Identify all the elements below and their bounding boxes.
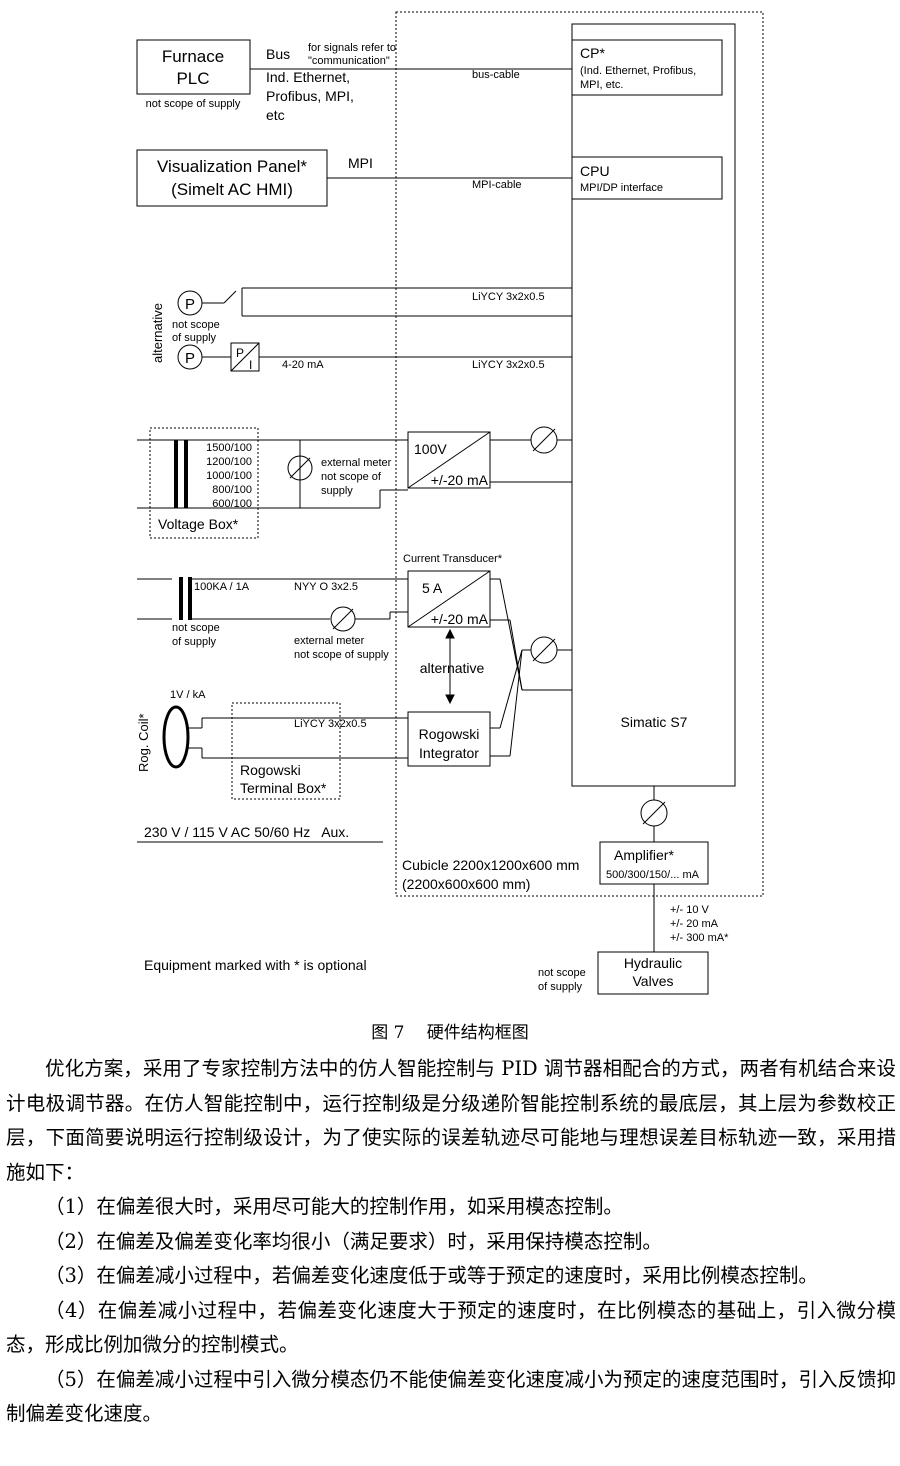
- pressure-symbol-2: P: [185, 350, 195, 367]
- output-3: +/- 300 mA*: [670, 932, 729, 944]
- visualization-line2: (Simelt AC HMI): [171, 180, 293, 199]
- hydraulic-note-2: of supply: [538, 981, 583, 993]
- figure-caption: 图 7 硬件结构框图: [371, 1023, 529, 1043]
- bus-signals-note-2: "communication": [308, 55, 390, 67]
- pi-converter-bottom: I: [249, 358, 252, 372]
- paragraph-measure-5: （5）在偏差减小过程中引入微分模态仍不能使偏差变化速度减小为预定的速度范围时，引…: [6, 1367, 896, 1426]
- voltage-transducer-box: [407, 431, 491, 489]
- hydraulic-line1: Hydraulic: [624, 955, 682, 971]
- current-transducer-bottom: +/-20 mA: [431, 611, 489, 627]
- voltage-box-outline: [149, 427, 259, 539]
- voltage-meter-note-3: supply: [321, 485, 353, 497]
- rogowski-terminal-box-outline: [231, 702, 341, 800]
- bus-cable-label: bus-cable: [472, 69, 520, 81]
- simatic-label: Simatic S7: [621, 714, 688, 730]
- hydraulic-note-1: not scope: [538, 967, 586, 979]
- furnace-plc-box: [136, 39, 251, 95]
- current-transducer-title: Current Transducer*: [403, 553, 503, 565]
- furnace-plc-line2: PLC: [176, 69, 209, 88]
- cubicle-label-1: Cubicle 2200x1200x600 mm: [402, 857, 579, 873]
- current-meter-note-2: not scope of supply: [294, 649, 389, 661]
- visualization-line1: Visualization Panel*: [157, 157, 307, 176]
- voltage-ratio-5: 600/100: [212, 498, 252, 510]
- paragraph-measure-4: （4）在偏差减小过程中，若偏差变化速度大于预定的速度时，在比例模态的基础上，引入…: [6, 1298, 896, 1357]
- current-cable: NYY O 3x2.5: [294, 581, 358, 593]
- optional-equipment-note: Equipment marked with * is optional: [144, 957, 367, 973]
- current-transducer-top: 5 A: [422, 580, 443, 596]
- current-not-scope-1: not scope: [172, 622, 220, 634]
- rogowski-terminal-2: Terminal Box*: [240, 780, 327, 796]
- alternative-vertical-label: alternative: [150, 303, 165, 363]
- bus-types-2: Profibus, MPI,: [266, 88, 354, 104]
- rogowski-integrator-2: Integrator: [419, 745, 479, 761]
- voltage-ratio-2: 1200/100: [206, 456, 252, 468]
- rogowski-terminal-1: Rogowski: [240, 762, 301, 778]
- hydraulic-line2: Valves: [633, 973, 674, 989]
- article-body: 优化方案，采用了专家控制方法中的仿人智能控制与 PID 调节器相配合的方式，两者…: [6, 1052, 896, 1432]
- cubicle-outline: [395, 11, 764, 897]
- cp-line2: MPI, etc.: [580, 79, 623, 91]
- paragraph-measure-2: （2）在偏差及偏差变化率均很小（满足要求）时，采用保持模态控制。: [45, 1229, 662, 1253]
- pi-converter-top: P: [236, 346, 244, 360]
- output-1: +/- 10 V: [670, 904, 709, 916]
- voltage-transducer-top: 100V: [414, 441, 447, 457]
- voltage-meter-note-1: external meter: [321, 457, 392, 469]
- mpi-label: MPI: [348, 155, 373, 171]
- pressure-signal-label: 4-20 mA: [282, 359, 324, 371]
- paragraph-intro: 优化方案，采用了专家控制方法中的仿人智能控制与 PID 调节器相配合的方式，两者…: [6, 1057, 896, 1184]
- cp-line1: (Ind. Ethernet, Profibus,: [580, 65, 696, 77]
- voltage-transducer-bottom: +/-20 mA: [431, 472, 489, 488]
- alternative-label: alternative: [420, 660, 485, 676]
- current-meter-note-1: external meter: [294, 635, 365, 647]
- external-meter-icon: [287, 455, 313, 481]
- current-transducer-box: [407, 570, 491, 628]
- pressure-not-scope-2: of supply: [172, 332, 217, 344]
- voltage-ratio-3: 1000/100: [206, 470, 252, 482]
- output-2: +/- 20 mA: [670, 918, 719, 930]
- rogowski-integrator-1: Rogowski: [419, 726, 480, 742]
- pressure-not-scope-1: not scope: [172, 319, 220, 331]
- pressure-cable-2: LiYCY 3x2x0.5: [472, 359, 545, 371]
- voltage-meter-note-2: not scope of: [321, 471, 382, 483]
- rogowski-coil-label: Rog. Coil*: [136, 713, 151, 772]
- mpi-cable-label: MPI-cable: [472, 179, 522, 191]
- simatic-s7-box: [571, 23, 736, 787]
- voltage-box-label: Voltage Box*: [158, 516, 239, 532]
- aux-supply-label: 230 V / 115 V AC 50/60 Hz Aux.: [144, 824, 349, 840]
- bus-types-1: Ind. Ethernet,: [266, 69, 350, 85]
- voltage-ratio-4: 800/100: [212, 484, 252, 496]
- pressure-symbol-1: P: [185, 296, 195, 313]
- voltage-ratio-1: 1500/100: [206, 442, 252, 454]
- pressure-cable-1: LiYCY 3x2x0.5: [472, 291, 545, 303]
- bus-types-3: etc: [266, 107, 285, 123]
- cubicle-label-2: (2200x600x600 mm): [402, 876, 530, 892]
- amplifier-title: Amplifier*: [614, 847, 674, 863]
- rogowski-cable: LiYCY 3x2x0.5: [294, 718, 367, 730]
- current-not-scope-2: of supply: [172, 636, 217, 648]
- amplifier-subtitle: 500/300/150/... mA: [606, 869, 700, 881]
- hardware-structure-diagram: Furnace PLC not scope of supply Bus for …: [136, 11, 764, 995]
- rogowski-coil-ratio: 1V / kA: [170, 689, 206, 701]
- furnace-plc-note: not scope of supply: [146, 98, 241, 110]
- cp-box: [571, 39, 723, 96]
- rogowski-integrator-box: [407, 711, 491, 767]
- current-ratio: 100KA / 1A: [194, 581, 250, 593]
- cp-title: CP*: [580, 45, 605, 61]
- cpu-title: CPU: [580, 163, 610, 179]
- paragraph-measure-1: （1）在偏差很大时，采用尽可能大的控制作用，如采用模态控制。: [45, 1195, 623, 1218]
- cpu-subtitle: MPI/DP interface: [580, 182, 663, 194]
- hydraulic-valves-box: [597, 951, 709, 995]
- bus-label: Bus: [266, 46, 290, 62]
- bus-signals-note-1: for signals refer to: [308, 42, 396, 54]
- rogowski-coil-icon: [162, 705, 190, 769]
- paragraph-measure-3: （3）在偏差减小过程中，若偏差变化速度低于或等于预定的速度时，采用比例模态控制。: [45, 1264, 818, 1287]
- furnace-plc-line1: Furnace: [162, 47, 224, 66]
